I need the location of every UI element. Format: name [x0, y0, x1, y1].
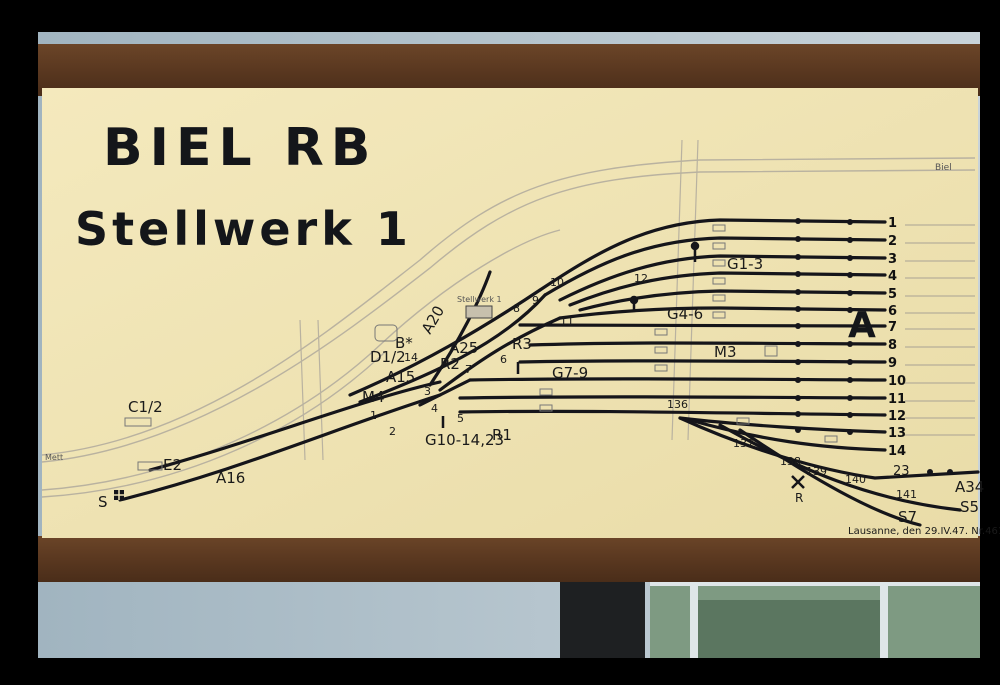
svg-text:7: 7: [888, 320, 897, 335]
svg-text:138: 138: [780, 455, 801, 468]
wood-frame-top: [38, 44, 980, 96]
label-biel: Biel: [935, 163, 952, 173]
svg-text:3: 3: [888, 252, 897, 267]
station-tracks: [118, 218, 980, 527]
wood-frame-bottom: [38, 536, 980, 582]
signal-R3: R3: [512, 335, 532, 353]
signal-B: B*: [395, 334, 413, 352]
svg-text:2: 2: [389, 425, 396, 438]
signal-C12: C1/2: [128, 398, 163, 416]
title-line-1: BIEL RB: [103, 118, 377, 178]
signal-R2: R2: [440, 355, 460, 373]
svg-text:1: 1: [888, 216, 897, 231]
signal-M4: M4: [362, 388, 385, 406]
svg-text:23: 23: [893, 464, 910, 479]
signal-G10-14: G10-14,23: [425, 431, 504, 449]
signal-R1: R1: [492, 426, 512, 444]
signal-A34: A34: [955, 478, 984, 496]
svg-text:14: 14: [404, 351, 418, 364]
svg-text:10: 10: [888, 374, 906, 389]
svg-text:140: 140: [845, 473, 866, 486]
svg-text:5: 5: [888, 287, 897, 302]
svg-text:7: 7: [465, 363, 472, 376]
svg-text:137: 137: [733, 437, 754, 450]
svg-text:8: 8: [513, 302, 520, 315]
signal-D12: D1/2: [370, 348, 406, 366]
svg-text:141: 141: [896, 488, 917, 501]
svg-text:5: 5: [457, 412, 464, 425]
track-number-labels: 1 2 3 4 5 6 7 8 9 10 11 12 13 14: [888, 216, 906, 459]
svg-text:14: 14: [888, 444, 906, 459]
signal-S: S: [98, 493, 108, 511]
stellwerk-box-label: Stellwerk 1: [457, 295, 502, 304]
signal-G7-9: G7-9: [552, 364, 588, 382]
pillar: [560, 578, 645, 668]
signal-S7: S7: [898, 508, 917, 526]
label-A: A: [848, 305, 876, 346]
svg-text:10: 10: [550, 276, 564, 289]
signal-M3: M3: [714, 343, 737, 361]
svg-text:3: 3: [424, 385, 431, 398]
signal-A16: A16: [216, 469, 245, 487]
footer-note: Lausanne, den 29.IV.47. Nr.4615/1. 2: [848, 526, 1000, 537]
svg-text:2: 2: [888, 234, 897, 249]
svg-text:12: 12: [634, 272, 648, 285]
svg-text:8: 8: [888, 338, 897, 353]
signal-S5: S5: [960, 498, 979, 516]
signal-G4-6: G4-6: [667, 305, 703, 323]
label-mett: Mett: [45, 453, 63, 462]
svg-text:4: 4: [431, 402, 438, 415]
svg-text:1: 1: [370, 409, 377, 422]
diagram-board: [42, 88, 978, 538]
svg-text:12: 12: [888, 409, 906, 424]
svg-text:9: 9: [532, 294, 539, 307]
svg-text:11: 11: [560, 315, 574, 328]
signal-G1-3: G1-3: [727, 255, 763, 273]
stellwerk-box: [465, 305, 493, 319]
svg-text:11: 11: [888, 392, 906, 407]
svg-text:6: 6: [500, 353, 507, 366]
signal-E2: E2: [163, 456, 182, 474]
svg-text:4: 4: [888, 269, 897, 284]
svg-text:136: 136: [667, 398, 688, 411]
svg-text:6: 6: [888, 304, 897, 319]
signal-A15: A15: [386, 368, 415, 386]
svg-text:139: 139: [806, 465, 827, 478]
signal-A25: A25: [449, 339, 478, 357]
title-line-2: Stellwerk 1: [75, 202, 412, 256]
signal-X-R: R: [795, 491, 803, 505]
svg-text:9: 9: [888, 356, 897, 371]
svg-text:13: 13: [888, 426, 906, 441]
